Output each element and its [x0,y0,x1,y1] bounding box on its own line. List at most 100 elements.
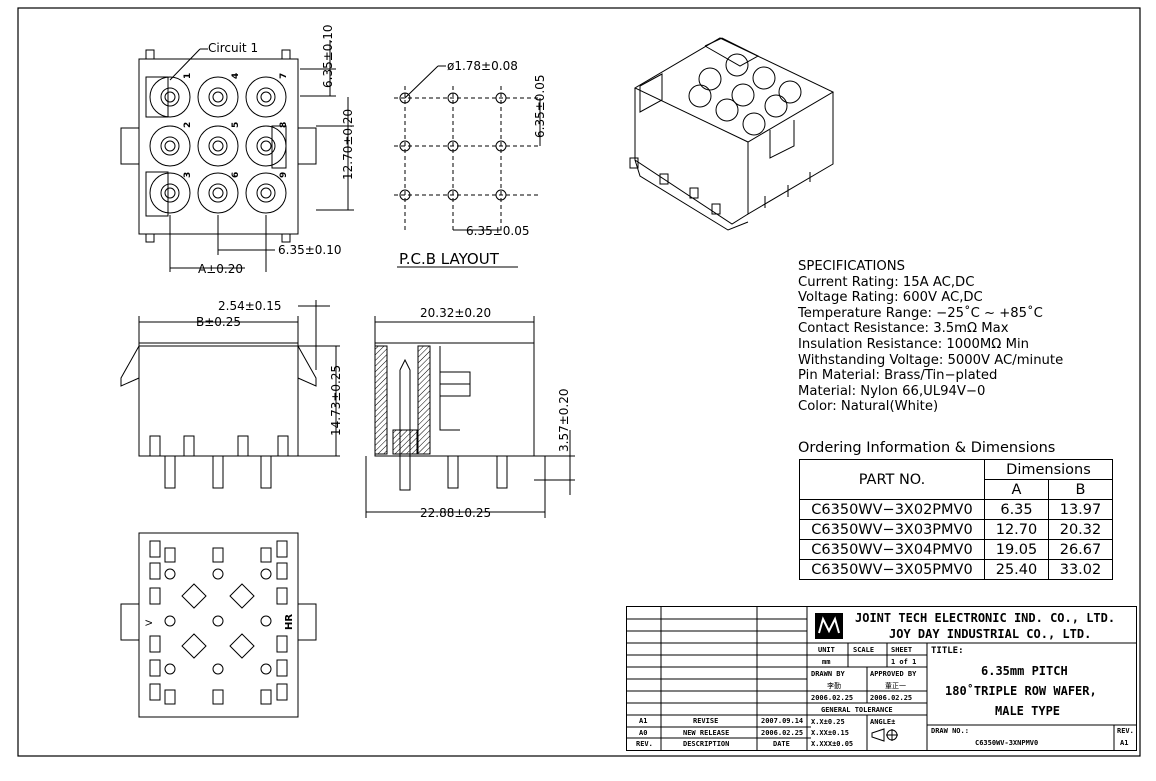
table-header-row: A B [800,479,1113,500]
revision-date: 2007.09.14 [761,717,804,725]
revision-rev: A0 [639,729,648,737]
dim-side-height: 14.73±0.25 [329,365,343,436]
dim-side-b: B±0.25 [196,315,241,329]
dim-front-a: A±0.20 [198,262,243,276]
ordering-title: Ordering Information & Dimensions [798,440,1056,456]
header-part-no: PART NO. [799,459,985,500]
specifications-block: SPECIFICATIONS Current Rating: 15A AC,DC… [798,259,1063,415]
spec-line: Contact Resistance: 3.5mΩ Max [798,321,1009,337]
company-name-1: JOINT TECH ELECTRONIC IND. CO., LTD. [855,611,1116,625]
circuit-label: Circuit 1 [208,41,258,55]
rev-label: REV. [1117,727,1134,735]
dim-front-right: 12.70±0.20 [341,109,355,180]
rev-value: A1 [1120,739,1129,747]
dim-section-top: 20.32±0.20 [420,306,491,320]
rev-header: REV. [636,740,653,748]
unit-label: UNIT [818,646,835,654]
dim-a: 12.70 [984,519,1049,540]
general-tolerance: GENERAL TOLERANCE [821,706,893,714]
pcb-layout-title: P.C.B LAYOUT [399,250,500,268]
front-view [120,40,354,272]
table-row: C6350WV−3X03PMV0 12.70 20.32 [799,519,1113,540]
tolerance-1: X.X±0.25 [811,718,845,726]
spec-line: Withstanding Voltage: 5000V AC/minute [798,352,1064,368]
revision-desc: REVISE [693,717,719,725]
drawing-no: C6350WV-3XNPMV0 [975,739,1039,747]
header-dimensions: Dimensions [984,459,1113,480]
drawn-by-value: 李勤 [827,682,841,690]
angle-label: ANGLE± [870,718,896,726]
title-line-1: 6.35mm PITCH [981,664,1068,678]
spec-line: Current Rating: 15A AC,DC [798,274,975,290]
unit-value: mm [822,658,831,666]
pin-number: 8 [279,122,289,128]
side-view [120,300,340,489]
tolerance-3: X.XXX±0.05 [811,740,854,748]
bottom-mark-left: V [145,619,155,626]
title-line-3: MALE TYPE [995,704,1061,718]
desc-header: DESCRIPTION [683,740,730,748]
dim-front-top-right: 6.35±0.10 [321,25,335,89]
title-block: JOINT TECH ELECTRONIC IND. CO., LTD. JOY… [626,606,1137,751]
pin-number: 1 [183,73,193,79]
pin-number: 3 [183,172,193,178]
section-view [365,316,575,518]
spec-line: Temperature Range: −25˚C ~ +85˚C [798,305,1043,321]
revision-date: 2006.02.25 [761,729,804,737]
dim-hole-diameter: ø1.78±0.08 [447,59,518,73]
dim-b: 20.32 [1048,519,1113,540]
drawing-no-label: DRAW NO.: [931,727,969,735]
pin-number: 7 [279,73,289,79]
title-block-grid [627,607,1136,750]
title-label: TITLE: [931,646,964,656]
spec-line: Material: Nylon 66,UL94V−0 [798,383,986,399]
ordering-table: PART NO. Dimensions A B C6350WV−3X02PMV0… [799,459,1113,580]
pin-number: 2 [183,122,193,128]
dim-section-bottom: 22.88±0.25 [420,506,491,520]
pin-number: 4 [231,73,241,79]
spec-line: Pin Material: Brass/Tin−plated [798,368,998,384]
dim-b: 33.02 [1048,559,1113,580]
table-row: C6350WV−3X04PMV0 19.05 26.67 [799,539,1113,560]
dim-pcb-vertical: 6.35±0.05 [533,75,547,139]
table-header-row: PART NO. Dimensions [799,459,1113,500]
spec-line: Voltage Rating: 600V AC,DC [798,290,983,306]
company-name-2: JOY DAY INDUSTRIAL CO., LTD. [889,627,1092,641]
dim-side-top: 2.54±0.15 [218,299,282,313]
pin-number: 5 [231,122,241,128]
part-number: C6350WV−3X04PMV0 [799,539,985,560]
projection-symbol [871,728,898,742]
tolerance-2: X.XX±0.15 [811,729,849,737]
table-row: C6350WV−3X05PMV0 25.40 33.02 [799,559,1113,580]
pin-number-labels: 1 2 3 4 5 6 7 8 9 [183,73,289,178]
dim-section-right: 3.57±0.20 [557,389,571,453]
scale-label: SCALE [853,646,875,654]
dim-a: 25.40 [984,559,1049,580]
part-number: C6350WV−3X05PMV0 [799,559,985,580]
table-row: C6350WV−3X02PMV0 6.35 13.97 [799,499,1113,520]
pin-number: 9 [279,172,289,178]
pcb-layout [394,65,541,268]
spec-line: Color: Natural(White) [798,399,939,415]
sheet-label: SHEET [891,646,913,654]
part-number: C6350WV−3X03PMV0 [799,519,985,540]
dim-a: 19.05 [984,539,1049,560]
dim-front-pitch: 6.35±0.10 [278,243,342,257]
dim-a: 6.35 [984,499,1049,520]
approved-date: 2006.02.25 [870,694,913,702]
bottom-mark-right: HR [284,614,295,630]
sheet-border [17,7,1141,757]
approved-by-label: APPROVED BY [870,670,917,678]
revision-desc: NEW RELEASE [683,729,730,737]
isometric-view [629,37,835,231]
approved-by-value: 董正一 [885,682,906,690]
front-view-body [138,58,299,235]
header-b: B [1048,479,1113,500]
drawn-date: 2006.02.25 [811,694,854,702]
header-a: A [984,479,1049,500]
date-header: DATE [773,740,790,748]
pin-number: 6 [231,172,241,178]
dim-b: 26.67 [1048,539,1113,560]
part-number: C6350WV−3X02PMV0 [799,499,985,520]
